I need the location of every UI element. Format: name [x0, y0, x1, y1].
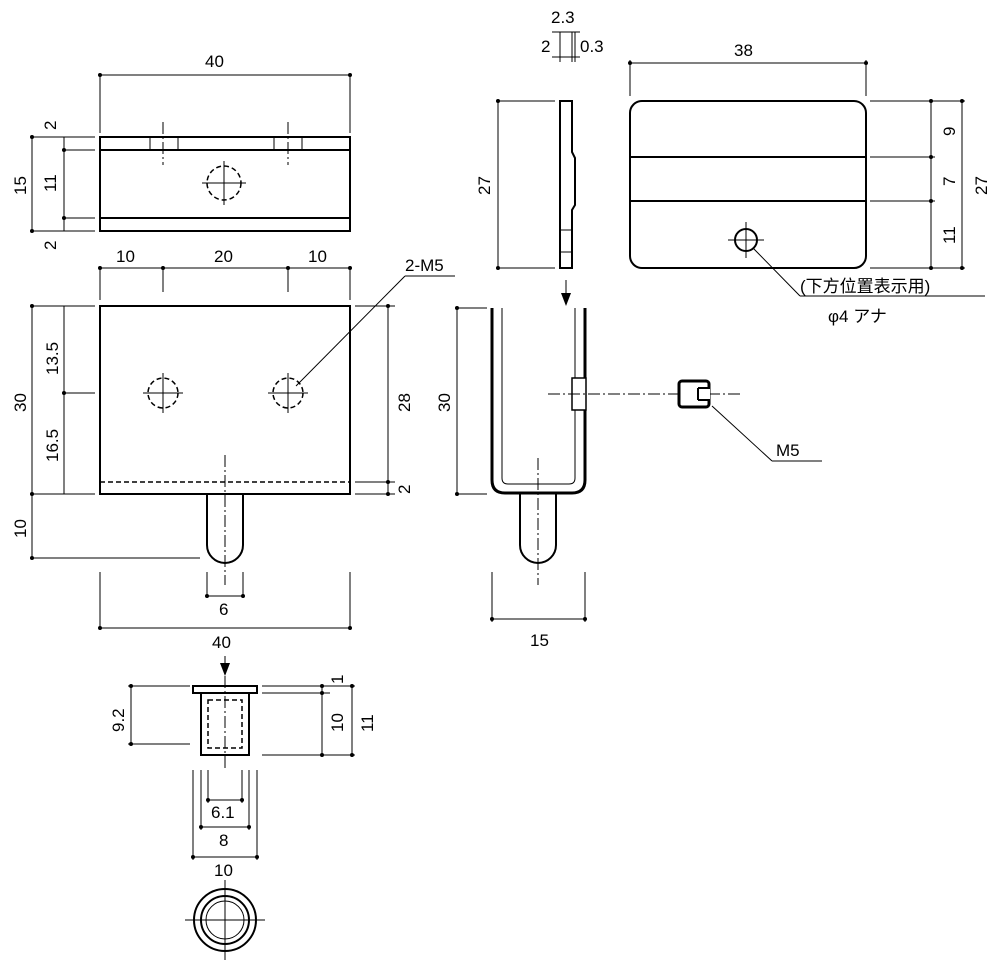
u-side-view: M5 30 15: [435, 306, 822, 650]
plate-step-label: 0.3: [580, 37, 604, 56]
plate-side-view: 2.3 2 0.3 27: [475, 8, 604, 306]
cap-total-label: 11: [358, 714, 377, 732]
cap-flange-dia-label: 10: [214, 861, 233, 880]
front-pin-length-label: 10: [11, 519, 30, 538]
plate-total-thickness-label: 2.3: [551, 8, 575, 27]
plate-side-height-label: 27: [475, 176, 494, 195]
plate-seg1-label: 9: [940, 127, 959, 136]
cap-flange-label: 1: [328, 675, 347, 684]
front-seg-right-label: 10: [308, 247, 327, 266]
front-overall-width-label: 40: [212, 633, 231, 652]
u-height-label: 30: [435, 393, 454, 412]
front-hole-callout: 2-M5: [405, 256, 444, 275]
front-seg-left-label: 10: [116, 247, 135, 266]
front-pin-width-label: 6: [219, 600, 228, 619]
plate-hole-note: φ4 アナ: [828, 307, 887, 326]
cap-depth-label: 9.2: [109, 708, 128, 732]
front-base-gap-label: 2: [395, 485, 414, 494]
front-inner-height-label: 28: [395, 393, 414, 412]
front-upper-label: 13.5: [43, 342, 62, 375]
cap-body-label: 10: [328, 713, 347, 732]
front-lower-label: 16.5: [43, 429, 62, 462]
top-view-inner-label: 11: [41, 174, 60, 192]
plate-width-label: 38: [734, 41, 753, 60]
front-height-label: 30: [11, 393, 30, 412]
top-view: 40 15 11 2 2: [11, 52, 352, 250]
cap-body-dia-label: 8: [219, 831, 228, 850]
u-width-label: 15: [530, 631, 549, 650]
plate-seg3-label: 11: [940, 226, 959, 244]
top-view-edge-bottom-label: 2: [41, 241, 60, 250]
front-view: 10 20 10 2-M5 30 13.5 16.5: [11, 247, 455, 652]
top-view-edge-top-label: 2: [41, 121, 60, 130]
top-view-width-label: 40: [205, 52, 224, 71]
plate-note: (下方位置表示用): [800, 277, 930, 296]
cap-view: 9.2 1 10 11 6.1 8 10: [109, 656, 377, 960]
plate-seg2-label: 7: [940, 177, 959, 186]
plate-thickness-label: 2: [541, 37, 550, 56]
front-seg-mid-label: 20: [214, 247, 233, 266]
plate-height-label: 27: [972, 176, 991, 195]
u-screw-label: M5: [776, 441, 800, 460]
top-view-height-label: 15: [11, 176, 30, 195]
plate-front-view: 38 (下方位置表示用) φ4 アナ 9 7 11 27: [628, 41, 991, 326]
cap-inner-dia-label: 6.1: [211, 803, 235, 822]
